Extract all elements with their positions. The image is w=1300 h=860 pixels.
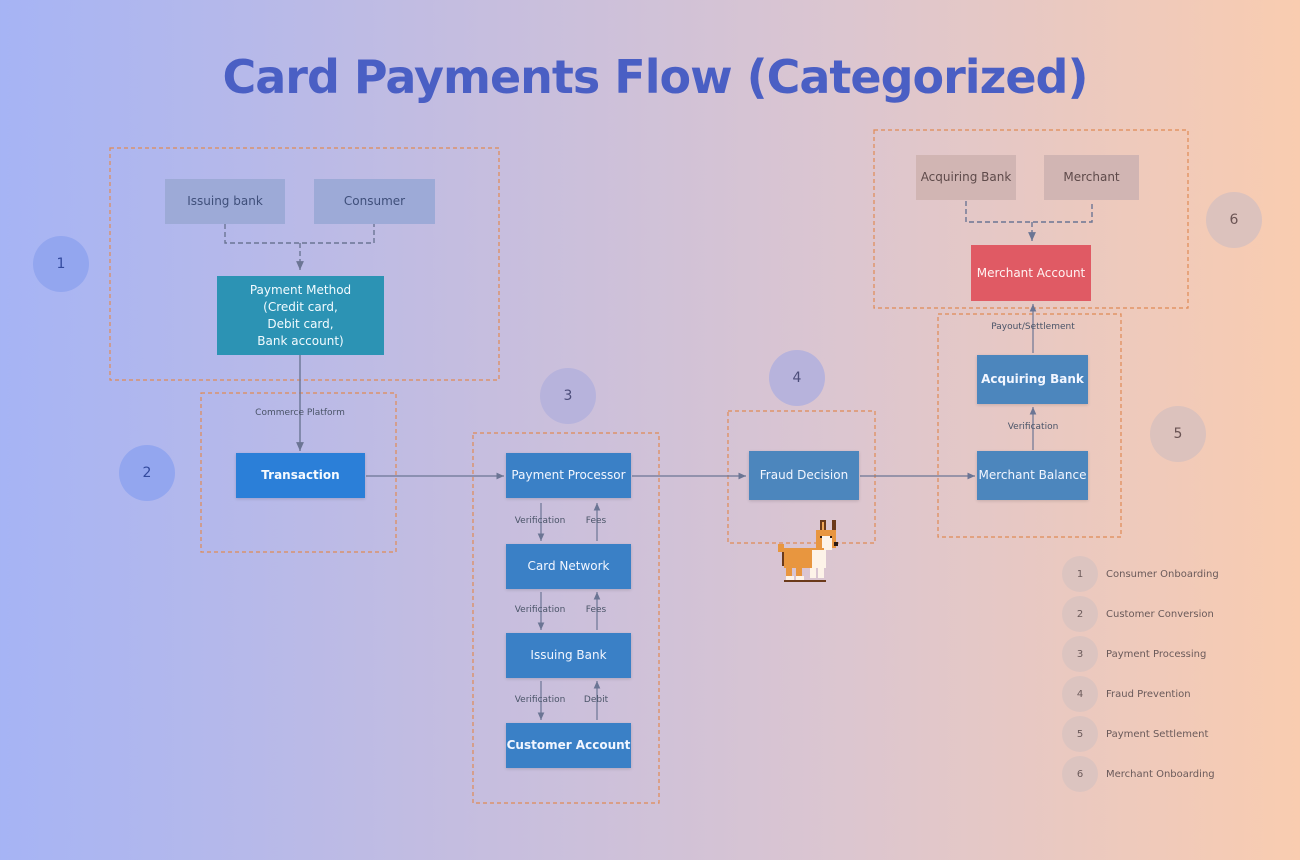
group-number-6: 6	[1206, 192, 1262, 248]
legend-label: Customer Conversion	[1106, 608, 1214, 620]
node-consumer[interactable]: Consumer	[314, 179, 435, 224]
legend-item: 1 Consumer Onboarding	[1062, 556, 1262, 592]
group-box-3	[472, 432, 660, 804]
legend-number: 1	[1062, 556, 1098, 592]
node-payment-processor[interactable]: Payment Processor	[506, 453, 631, 498]
label-verification-3: Verification	[514, 695, 566, 705]
node-card-network[interactable]: Card Network	[506, 544, 631, 589]
label-verification-1: Verification	[514, 516, 566, 526]
legend-item: 3 Payment Processing	[1062, 636, 1262, 672]
legend-item: 6 Merchant Onboarding	[1062, 756, 1262, 792]
label-payout-settlement: Payout/Settlement	[991, 322, 1075, 332]
node-transaction[interactable]: Transaction	[236, 453, 365, 498]
group-number-3: 3	[540, 368, 596, 424]
label-fees-2: Fees	[585, 605, 607, 615]
corgi-mascot-icon	[778, 520, 838, 582]
legend-label: Payment Settlement	[1106, 728, 1209, 740]
group-number-2: 2	[119, 445, 175, 501]
group-number-5: 5	[1150, 406, 1206, 462]
node-acquiring-bank-onboarding[interactable]: Acquiring Bank	[916, 155, 1016, 200]
node-payment-method[interactable]: Payment Method (Credit card, Debit card,…	[217, 276, 384, 355]
label-commerce-platform: Commerce Platform	[255, 408, 345, 418]
group-box-2	[200, 392, 397, 553]
node-merchant-balance[interactable]: Merchant Balance	[977, 451, 1088, 500]
node-acquiring-bank[interactable]: Acquiring Bank	[977, 355, 1088, 404]
group-box-6	[873, 129, 1189, 309]
node-fraud-decision[interactable]: Fraud Decision	[749, 451, 859, 500]
legend-label: Merchant Onboarding	[1106, 768, 1215, 780]
legend-number: 2	[1062, 596, 1098, 632]
dashed-merge-right	[965, 201, 1093, 241]
label-fees-1: Fees	[585, 516, 607, 526]
legend-number: 6	[1062, 756, 1098, 792]
node-merchant-account[interactable]: Merchant Account	[971, 245, 1091, 301]
legend-number: 3	[1062, 636, 1098, 672]
group-box-4	[727, 410, 876, 544]
label-verification-settlement: Verification	[1007, 422, 1059, 432]
group-box-1	[109, 147, 500, 381]
legend-number: 4	[1062, 676, 1098, 712]
legend-item: 5 Payment Settlement	[1062, 716, 1262, 752]
diagram-title: Card Payments Flow (Categorized)	[222, 50, 1089, 104]
label-verification-2: Verification	[514, 605, 566, 615]
node-merchant[interactable]: Merchant	[1044, 155, 1139, 200]
label-debit: Debit	[583, 695, 609, 705]
group-box-5	[937, 313, 1122, 538]
dashed-merge-left	[224, 224, 375, 270]
group-number-1: 1	[33, 236, 89, 292]
legend-label: Consumer Onboarding	[1106, 568, 1219, 580]
legend-label: Payment Processing	[1106, 648, 1207, 660]
legend-item: 4 Fraud Prevention	[1062, 676, 1262, 712]
node-issuing-bank[interactable]: Issuing Bank	[506, 633, 631, 678]
node-customer-account[interactable]: Customer Account	[506, 723, 631, 768]
legend-number: 5	[1062, 716, 1098, 752]
legend-label: Fraud Prevention	[1106, 688, 1191, 700]
group-number-4: 4	[769, 350, 825, 406]
legend-item: 2 Customer Conversion	[1062, 596, 1262, 632]
node-issuing-bank-onboarding[interactable]: Issuing bank	[165, 179, 285, 224]
